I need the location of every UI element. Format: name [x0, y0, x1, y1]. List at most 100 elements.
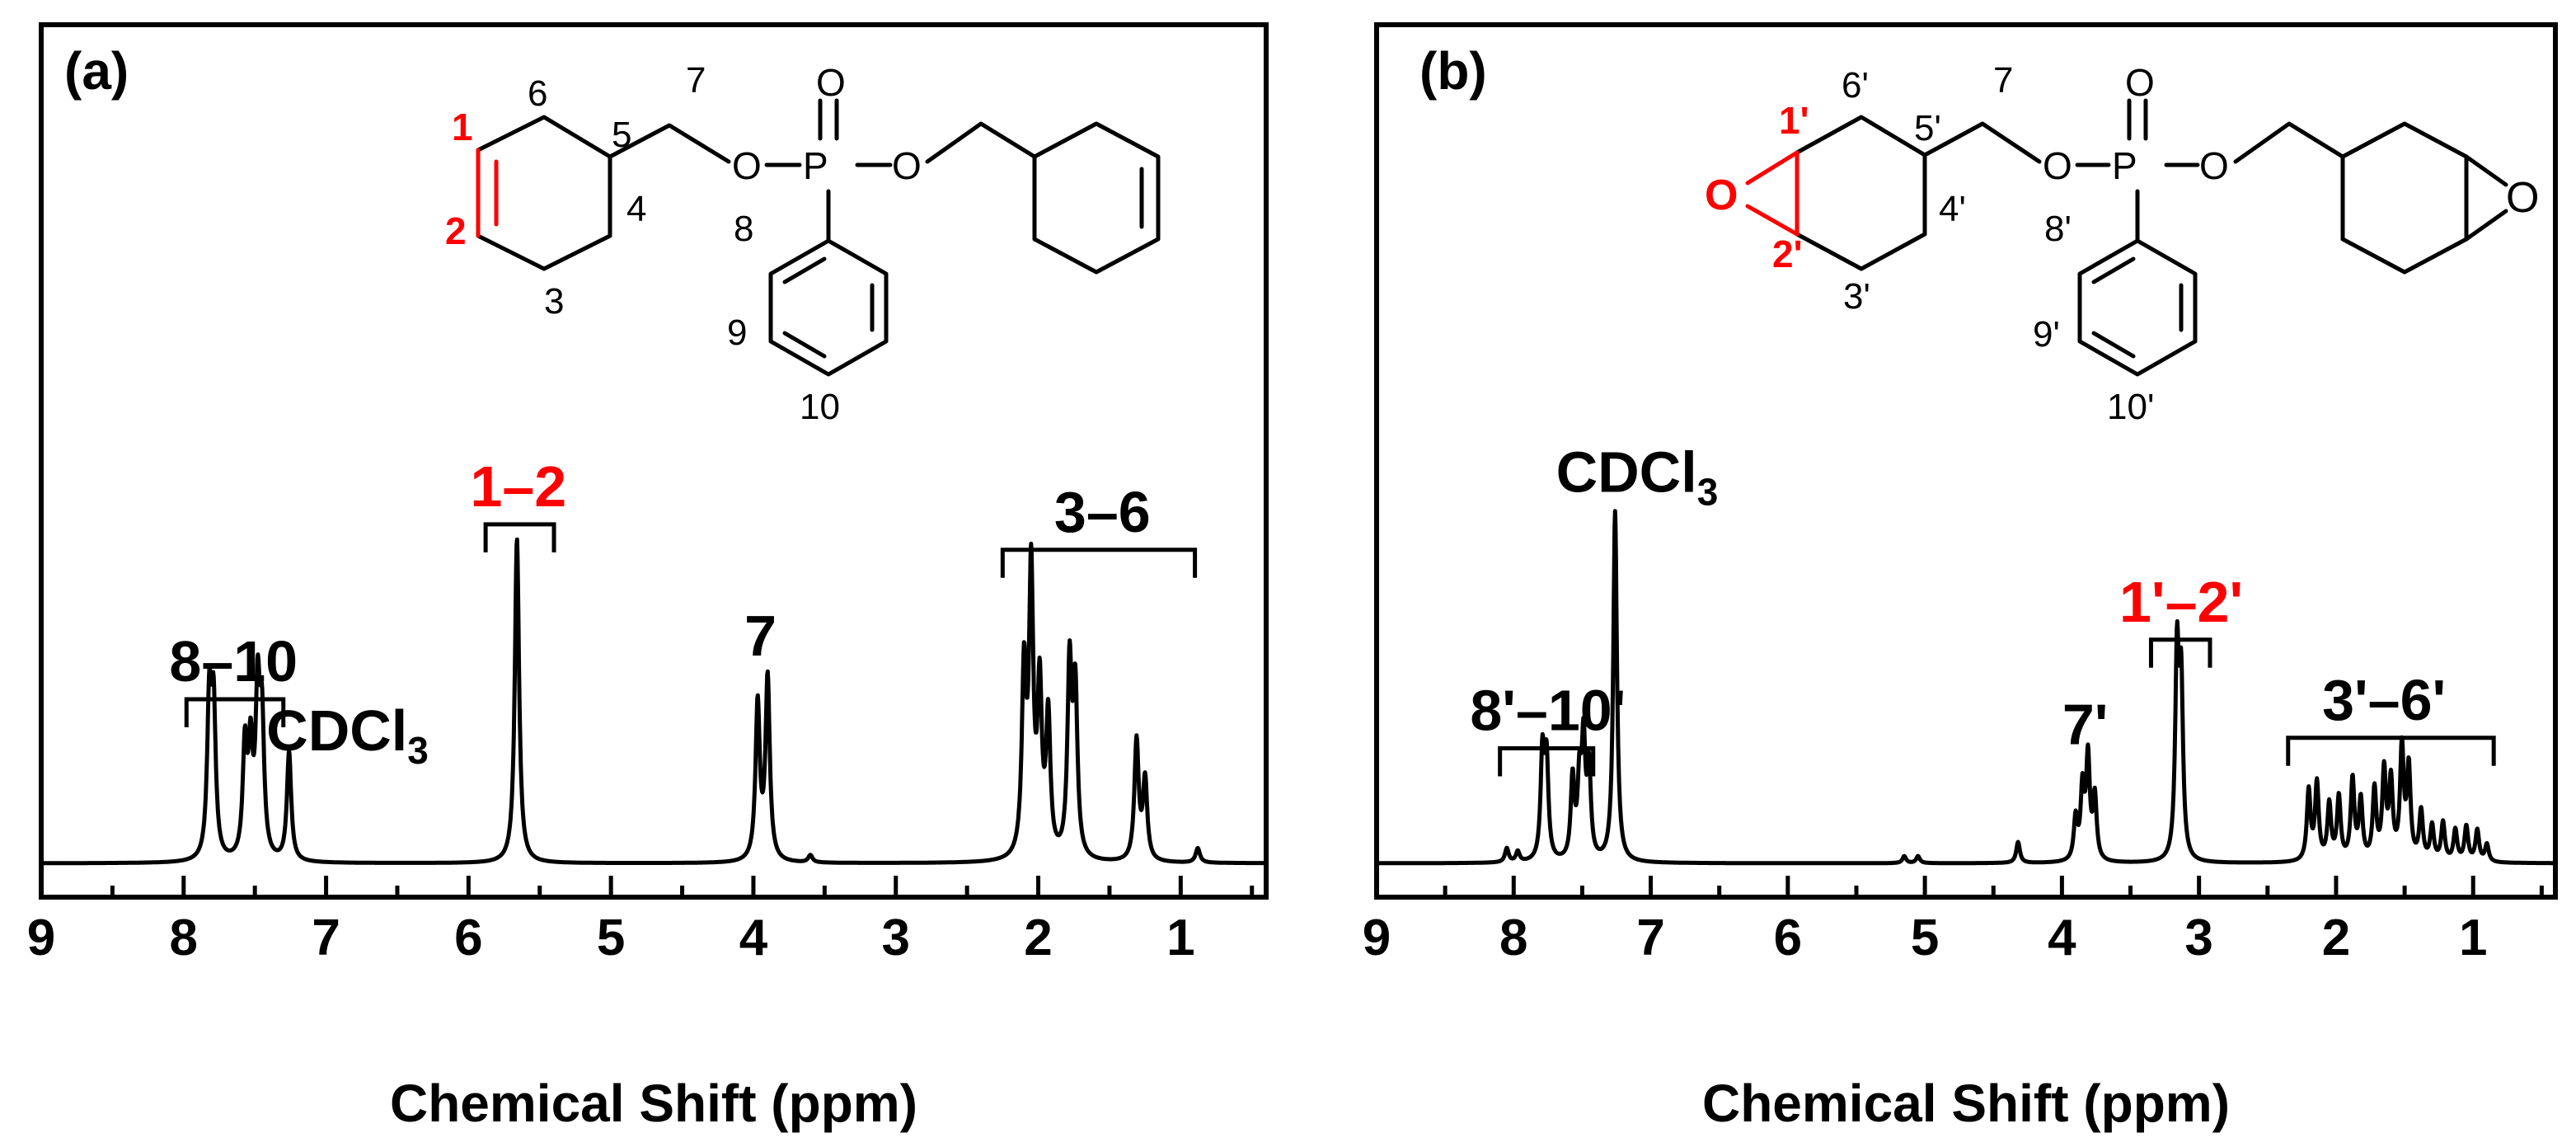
- peak-bracket: [2286, 736, 2496, 766]
- panel-a-spectrum: [40, 537, 1268, 866]
- chain-num-7-b: 7: [1993, 60, 2013, 101]
- panel-a-frame: [39, 22, 1269, 900]
- phenyl-b-inner-3: [2091, 256, 2136, 284]
- phenyl-num-10p-b: 10': [2107, 387, 2154, 427]
- x-tick-label: 3: [882, 910, 910, 966]
- x-tick-label: 3: [2184, 910, 2212, 966]
- peak-annotation: 7': [2062, 693, 2109, 757]
- atom-o-far-right-b: O: [2506, 174, 2539, 222]
- ring-a-bonds: [476, 115, 612, 271]
- ring-b-right-epoxide-1: [2464, 154, 2508, 187]
- phenyl-b-inner-2: [2091, 331, 2136, 359]
- panel-a-structure-labels: O P O O 6 5 4 3 1 2 7 8 9 10: [445, 60, 922, 427]
- peak-bracket: [1498, 746, 1596, 777]
- x-tick-label: 8: [1499, 910, 1527, 966]
- phenyl-num-8p-b: 8': [2044, 209, 2072, 249]
- ring-num-1p-b: 1': [1779, 99, 1809, 142]
- x-tick-label: 4: [739, 910, 768, 966]
- phenyl-num-9-a: 9: [727, 313, 747, 353]
- x-tick-label: 5: [597, 910, 625, 966]
- ring-num-3p-b: 3': [1843, 276, 1870, 317]
- peak-bracket: [184, 697, 286, 727]
- atom-p-a: P: [803, 144, 828, 187]
- panel-b-spectrum: [1375, 509, 2557, 866]
- peak-bracket: [483, 522, 556, 552]
- atom-o-left-a: O: [732, 144, 762, 187]
- ring-num-3-a: 3: [544, 281, 564, 322]
- peak-annotation: CDCl3: [1556, 440, 1719, 514]
- panel-b-xlabel: Chemical Shift (ppm): [1702, 1074, 2230, 1133]
- ring-b-epoxide-co-2: [1745, 204, 1799, 237]
- panel-b-structure: [1745, 98, 2508, 377]
- peak-annotation: 1'–2': [2119, 570, 2243, 634]
- x-tick-label: 2: [1024, 910, 1052, 966]
- ring-a-right: [1032, 121, 1161, 275]
- x-tick-label: 5: [1911, 910, 1939, 966]
- phenyl-num-8-a: 8: [734, 209, 753, 249]
- panel-a-ticks: 9 8 7 6 5 4 3 2 1: [27, 876, 1255, 966]
- ring-num-5p-b: 5': [1914, 108, 1941, 148]
- x-tick-label: 6: [1774, 910, 1802, 966]
- x-tick-label: 1: [1166, 910, 1194, 966]
- peak-annotation: 3–6: [1054, 480, 1151, 544]
- chain-a-left: [608, 123, 731, 164]
- x-tick-label: 7: [1636, 910, 1664, 966]
- phenyl-num-10-a: 10: [800, 387, 840, 427]
- atom-o-right-b: O: [2199, 144, 2229, 187]
- atom-epoxide-o-b: O: [1705, 172, 1738, 219]
- peak-annotation: 1–2: [470, 454, 566, 519]
- x-tick-label: 7: [312, 910, 340, 966]
- ring-num-2-a: 2: [445, 209, 467, 252]
- chain-b-left: [1922, 121, 2042, 164]
- peak-annotation: CDCl3: [266, 698, 429, 772]
- x-tick-label: 6: [454, 910, 482, 966]
- peak-annotation: 3'–6': [2322, 668, 2446, 732]
- panel-b-label: (b): [1419, 41, 1487, 101]
- ring-num-2p-b: 2': [1772, 233, 1803, 275]
- ring-num-4p-b: 4': [1939, 189, 1966, 229]
- peak-bracket: [2148, 637, 2212, 668]
- ring-num-6-a: 6: [528, 73, 547, 114]
- panel-b-frame: [1374, 22, 2558, 900]
- panel-a-label: (a): [64, 41, 129, 101]
- ring-b-bonds: [1795, 115, 1927, 271]
- atom-p-b: P: [2112, 144, 2137, 187]
- phenyl-ring-b: [2077, 238, 2198, 377]
- chain-num-7-a: 7: [686, 60, 706, 101]
- atom-o-right-a: O: [892, 144, 922, 187]
- atom-o-top-a: O: [816, 61, 846, 104]
- x-tick-label: 9: [27, 910, 55, 966]
- peak-bracket: [1000, 548, 1198, 578]
- chain-a-right: [925, 121, 1037, 164]
- ring-num-4-a: 4: [626, 189, 646, 229]
- panel-a-xlabel: Chemical Shift (ppm): [390, 1074, 917, 1133]
- panel-a-structure: [476, 98, 1161, 377]
- phenyl-a-inner-3: [782, 256, 827, 284]
- chain-b-right: [2233, 121, 2345, 164]
- ring-b-right: [2340, 121, 2469, 275]
- x-tick-label: 9: [1363, 910, 1391, 966]
- atom-o-left-b: O: [2043, 144, 2072, 187]
- x-tick-label: 8: [170, 910, 198, 966]
- phenyl-a-inner-2: [782, 331, 827, 359]
- panel-b-annotations: 8'–10' CDCl3 7'1'–2' 3'–6': [1470, 440, 2496, 777]
- phenyl-num-9p-b: 9': [2033, 314, 2060, 355]
- phenyl-ring-a: [768, 238, 889, 377]
- ring-b-right-epoxide-2: [2464, 209, 2508, 242]
- peak-annotation: 8'–10': [1470, 679, 1626, 743]
- peak-annotation: 8–10: [169, 629, 298, 693]
- ring-num-1-a: 1: [452, 106, 473, 148]
- ring-b-epoxide-co-1: [1745, 150, 1799, 186]
- peak-annotation: 7: [744, 604, 777, 668]
- ring-num-5-a: 5: [612, 115, 631, 155]
- x-tick-label: 4: [2048, 910, 2076, 966]
- ring-num-6p-b: 6': [1842, 65, 1869, 106]
- panel-b-structure-labels: O O P O O O 6' 5' 4' 3' 1' 2' 7 8' 9' 10…: [1705, 60, 2539, 427]
- x-tick-label: 1: [2459, 910, 2487, 966]
- atom-o-top-b: O: [2125, 61, 2155, 104]
